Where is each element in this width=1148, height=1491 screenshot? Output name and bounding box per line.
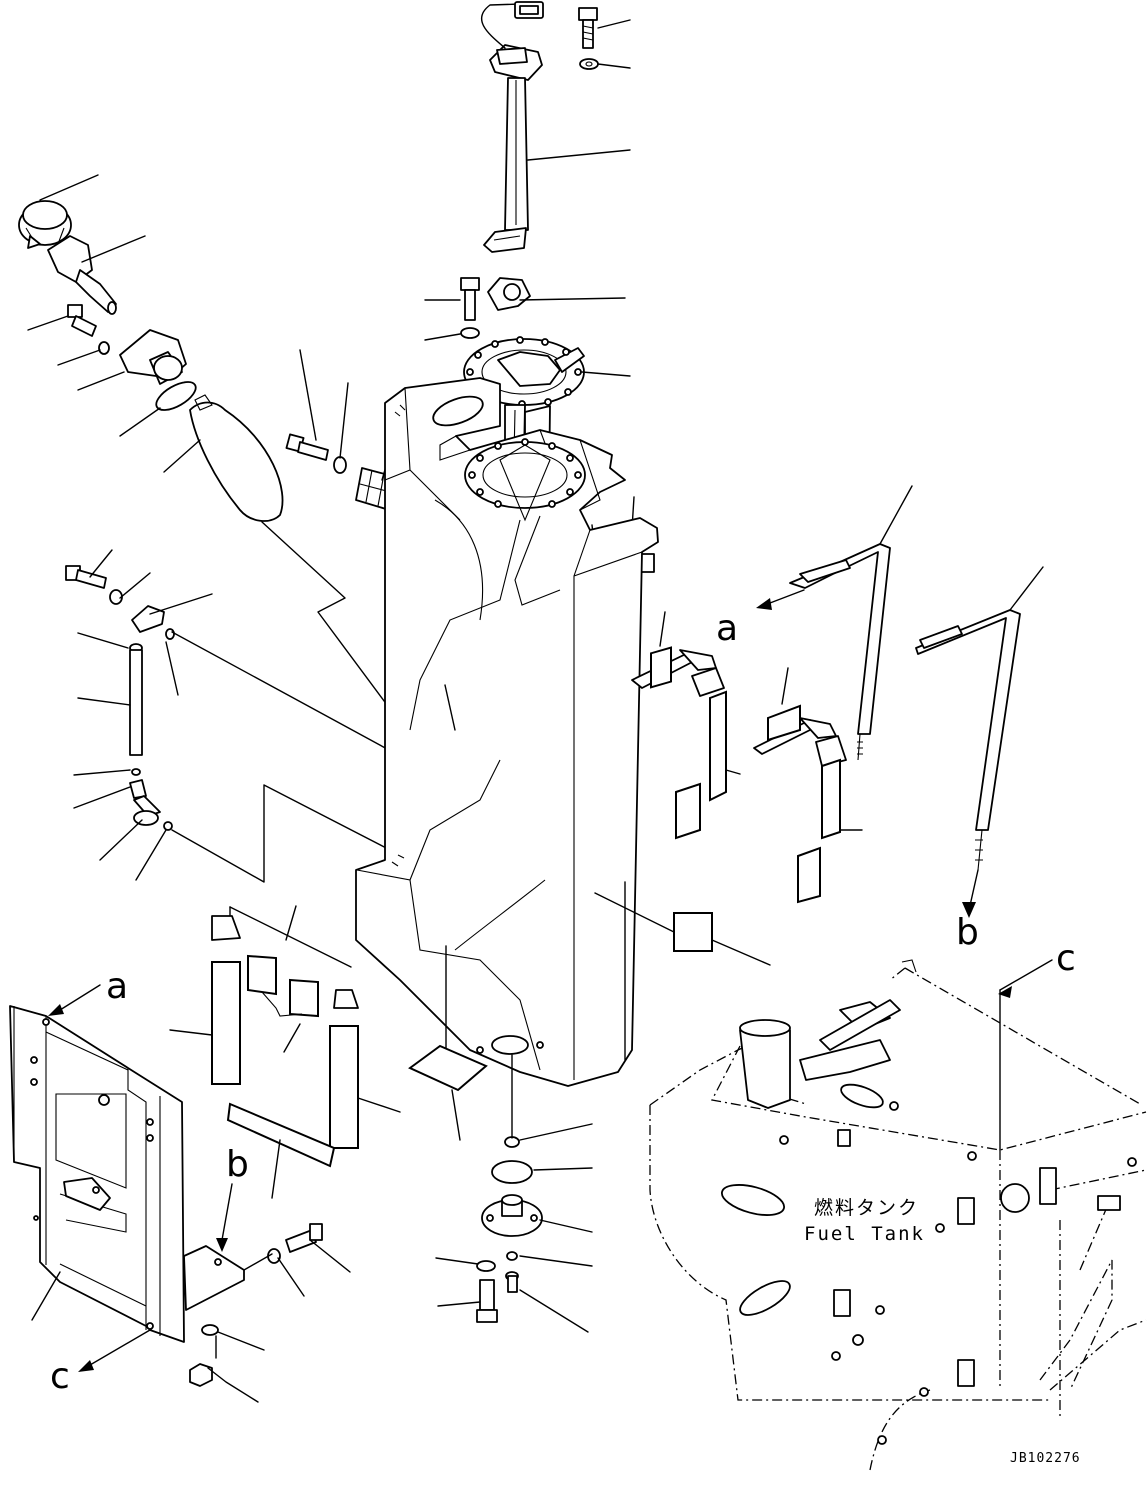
filler-cap (18, 200, 72, 249)
left-elbow (131, 605, 175, 640)
ref-letter-a-top: a (716, 608, 738, 649)
ref-letter-b-right: b (956, 912, 979, 953)
bracket-lock-washer (201, 1324, 219, 1336)
spacer-sheets (211, 906, 359, 1168)
hose-washer (333, 456, 347, 474)
left-bolt (65, 565, 107, 589)
band-strap-a (789, 543, 891, 761)
filler-washer (98, 341, 110, 355)
ref-letter-c-right: c (1056, 938, 1076, 979)
band-strap-b (915, 609, 1021, 871)
drain-bolt (476, 1279, 498, 1323)
lower-elbow (129, 779, 173, 831)
ref-letter-a-left: a (106, 966, 128, 1007)
fuel-level-sender (480, 1, 544, 253)
top-washer (579, 58, 599, 70)
tank-label-sheet (673, 912, 713, 952)
bracket-nut (189, 1363, 213, 1387)
strap-pads (631, 646, 847, 904)
filler-bolt (67, 304, 97, 337)
ref-letter-b-left: b (226, 1144, 249, 1185)
filler-gasket (155, 381, 197, 411)
suction-bracket (487, 277, 531, 311)
drain-washer (476, 1260, 496, 1272)
center-bolt (460, 277, 480, 321)
breather-bulb (189, 394, 284, 522)
center-washer (460, 327, 480, 339)
drain-screw (505, 1271, 519, 1293)
drain-gasket (491, 1160, 533, 1184)
drain-small-ring (506, 1251, 518, 1261)
filler-strainer (47, 235, 117, 315)
drawing-code: JB102276 (1010, 1451, 1081, 1466)
bracket-bolt (285, 1223, 323, 1253)
machine-frame (649, 959, 1147, 1471)
ref-letter-c-left: c (50, 1356, 70, 1397)
bottom-pad (408, 1044, 488, 1092)
fuel-tank-label-japanese: 燃料タンク (814, 1197, 919, 1219)
bracket-plate (183, 1245, 245, 1311)
fuel-tank-label-english: Fuel Tank (804, 1223, 925, 1245)
filler-flange (119, 329, 187, 385)
mounting-bracket (9, 1005, 185, 1343)
drain-cover (481, 1194, 543, 1237)
fuel-tank (355, 377, 659, 1087)
hose-bolt (285, 433, 329, 461)
top-bolt (578, 7, 598, 49)
vent-pipe (129, 643, 143, 776)
